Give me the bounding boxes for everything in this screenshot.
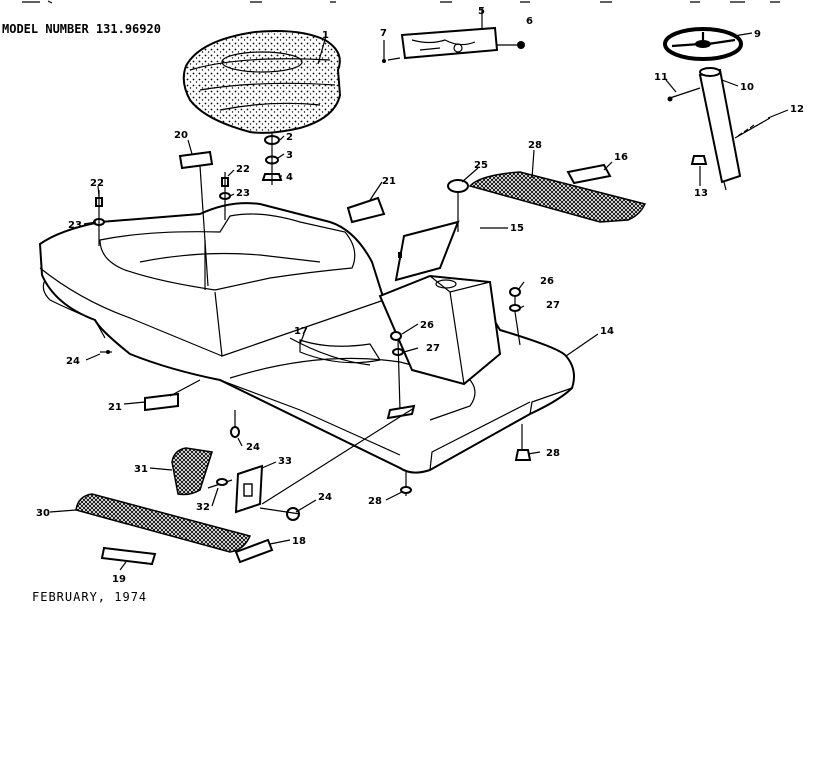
callout-2: 2 [286, 132, 293, 143]
callout-24c: 24 [318, 492, 332, 503]
steering-wheel [663, 27, 743, 61]
callout-15: 15 [510, 223, 524, 234]
model-number-label: MODEL NUMBER 131.96920 [2, 22, 161, 36]
collar-25 [447, 179, 469, 193]
callout-22a: 22 [90, 178, 104, 189]
headlight-31 [171, 447, 213, 496]
cover-15 [394, 220, 460, 282]
bolt-12 [734, 117, 771, 139]
callouts: 1 2 3 4 5 6 7 9 10 11 12 13 14 15 16 17 … [36, 6, 804, 585]
callout-28c: 28 [368, 496, 382, 507]
control-decal [400, 26, 499, 60]
callout-14: 14 [600, 326, 614, 337]
top-edge-fragments [22, 0, 780, 4]
callout-26a: 26 [540, 276, 554, 287]
callout-12: 12 [790, 104, 804, 115]
upper-floor-mat [468, 171, 647, 223]
callout-27a: 27 [546, 300, 560, 311]
steering-column [698, 67, 742, 191]
callout-3: 3 [286, 150, 293, 161]
seat [182, 30, 342, 134]
callout-21a: 21 [382, 176, 396, 187]
callout-1: 1 [322, 30, 329, 41]
callout-5: 5 [478, 6, 485, 17]
callout-32: 32 [196, 502, 210, 513]
decal-21-lower [144, 392, 179, 412]
callout-31: 31 [134, 464, 148, 475]
decal-16 [566, 163, 612, 185]
callout-26b: 26 [420, 320, 434, 331]
callout-24a: 24 [66, 356, 80, 367]
center-console [378, 274, 502, 386]
callout-13: 13 [694, 188, 708, 199]
callout-19: 19 [112, 574, 126, 585]
decal-21-upper [346, 196, 386, 224]
decal-18 [234, 538, 274, 564]
seat-hardware [261, 132, 283, 185]
knob-6 [517, 41, 525, 49]
callout-23b: 23 [236, 188, 250, 199]
callout-28a: 28 [528, 140, 542, 151]
callout-18: 18 [292, 536, 306, 547]
leader-lines [49, 32, 789, 571]
callout-24b: 24 [246, 442, 260, 453]
callout-28b: 28 [546, 448, 560, 459]
pedal-17 [299, 339, 381, 364]
callout-17: 17 [294, 326, 308, 337]
pin-11 [669, 87, 701, 99]
callout-33: 33 [278, 456, 292, 467]
callout-11: 11 [654, 72, 668, 83]
callout-23a: 23 [68, 220, 82, 231]
callout-9: 9 [754, 29, 761, 40]
lower-floor-mat [75, 493, 252, 553]
body-shell [38, 202, 575, 474]
callout-20: 20 [174, 130, 188, 141]
nut-13 [690, 155, 708, 165]
revision-date-label: FEBRUARY, 1974 [32, 590, 148, 604]
callout-30: 30 [36, 508, 50, 519]
callout-25: 25 [474, 160, 488, 171]
callout-7: 7 [380, 28, 387, 39]
callout-16: 16 [614, 152, 628, 163]
callout-10: 10 [740, 82, 754, 93]
callout-21b: 21 [108, 402, 122, 413]
callout-22b: 22 [236, 164, 250, 175]
decal-20 [178, 150, 214, 170]
decal-19 [100, 546, 157, 566]
callout-27b: 27 [426, 343, 440, 354]
callout-6: 6 [526, 16, 533, 27]
callout-4: 4 [286, 172, 293, 183]
